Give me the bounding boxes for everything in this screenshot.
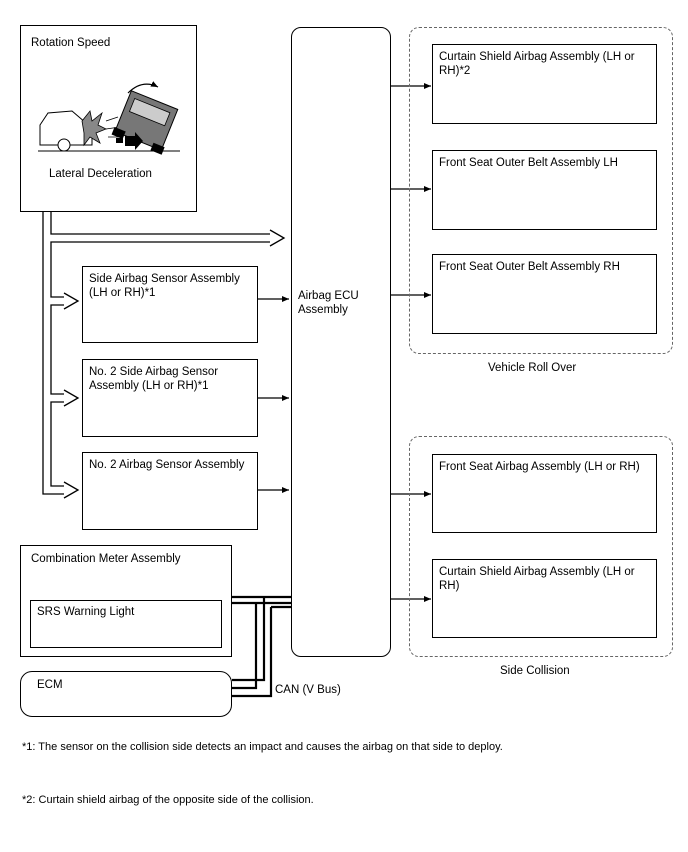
side-collision-output-label: Front Seat Airbag Assembly (LH or RH) — [439, 461, 640, 473]
can-bus-label: CAN (V Bus) — [275, 684, 341, 696]
srs-warning-light-label: SRS Warning Light — [37, 606, 135, 618]
combination-meter-box: Combination Meter Assembly SRS Warning L… — [20, 545, 232, 657]
side-airbag-sensor-label: Side Airbag Sensor Assembly (LH or RH)*1 — [89, 273, 240, 299]
side-collision-label: Side Collision — [500, 665, 570, 677]
can-bus-lines — [232, 595, 291, 698]
side-collision-output-box: Curtain Shield Airbag Assembly (LH or RH… — [432, 559, 657, 638]
side-collision-group — [409, 436, 673, 657]
ecm-box: ECM — [20, 671, 232, 717]
vehicle-roll-over-label: Vehicle Roll Over — [488, 362, 577, 374]
roll-over-output-box: Front Seat Outer Belt Assembly RH — [432, 254, 657, 334]
lateral-deceleration-label: Lateral Deceleration — [49, 168, 152, 180]
srs-warning-light-box: SRS Warning Light — [30, 600, 222, 648]
airbag-ecu-box: Airbag ECU Assembly — [291, 27, 391, 657]
vehicle-roll-over-group — [409, 27, 673, 354]
roll-over-output-label: Curtain Shield Airbag Assembly (LH or RH… — [439, 51, 635, 77]
side-collision-output-box: Front Seat Airbag Assembly (LH or RH) — [432, 454, 657, 533]
combination-meter-label: Combination Meter Assembly — [31, 553, 181, 565]
rotation-speed-label: Rotation Speed — [31, 37, 111, 49]
no2-side-airbag-sensor-label: No. 2 Side Airbag Sensor Assembly (LH or… — [89, 366, 219, 392]
roll-over-output-label: Front Seat Outer Belt Assembly LH — [439, 157, 618, 169]
side-airbag-sensor-box: Side Airbag Sensor Assembly (LH or RH)*1 — [82, 266, 258, 343]
ecm-label: ECM — [37, 679, 63, 691]
crash-illustration — [38, 81, 180, 155]
roll-over-output-box: Curtain Shield Airbag Assembly (LH or RH… — [432, 44, 657, 124]
side-collision-output-label: Curtain Shield Airbag Assembly (LH or RH… — [439, 566, 635, 592]
no2-side-airbag-sensor-box: No. 2 Side Airbag Sensor Assembly (LH or… — [82, 359, 258, 437]
airbag-ecu-label: Airbag ECU Assembly — [298, 290, 359, 316]
footnote-2: *2: Curtain shield airbag of the opposit… — [22, 794, 314, 806]
hollow-arrow-system — [42, 212, 286, 499]
roll-over-output-box: Front Seat Outer Belt Assembly LH — [432, 150, 657, 230]
no2-airbag-sensor-box: No. 2 Airbag Sensor Assembly — [82, 452, 258, 530]
impact-input-panel: Rotation Speed Lateral Deceleration — [20, 25, 197, 212]
footnote-1: *1: The sensor on the collision side det… — [22, 741, 503, 753]
no2-airbag-sensor-label: No. 2 Airbag Sensor Assembly — [89, 459, 245, 471]
roll-over-output-label: Front Seat Outer Belt Assembly RH — [439, 261, 620, 273]
